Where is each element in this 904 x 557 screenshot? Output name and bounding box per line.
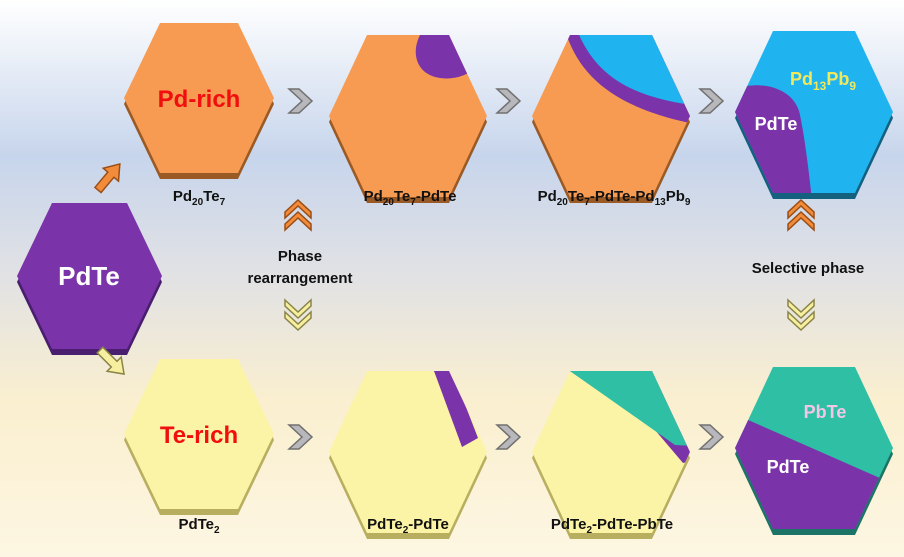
phase-rearrangement-label: Phase rearrangement	[247, 246, 352, 290]
chevron-right-icon	[287, 424, 314, 450]
te-rich-hexagon: Te-rich	[124, 359, 274, 515]
chevron-right-icon	[495, 424, 522, 450]
pd20te7-pdte-hexagon	[329, 35, 487, 203]
pdte-in-pd13pb9-label: PdTe	[755, 114, 798, 134]
pdte2-pdte-pbte-hexagon	[532, 371, 690, 539]
pd13pb9-pd: Pd	[790, 69, 813, 89]
pdte-in-pbte-label: PdTe	[767, 457, 810, 477]
pdte2-pdte-pbte-label: PdTe2-PdTe-PbTe	[550, 516, 674, 536]
pd13pb9-pb: Pb	[826, 69, 849, 89]
pd-rich-hexagon: Pd-rich	[124, 23, 274, 179]
phase-rearrangement-line1: Phase	[277, 248, 323, 265]
chevron-up-icon	[284, 198, 312, 220]
pbte-hexagon: PbTe PdTe	[735, 367, 893, 535]
pdte-stripe	[434, 371, 478, 447]
chevron-right-icon	[287, 88, 314, 114]
pd20te7-pdte-pd13pb9-label: Pd20Te7-PdTe-Pd13Pb9	[537, 188, 691, 208]
pdte-region-lower	[735, 412, 893, 529]
chevron-down-icon	[284, 310, 312, 332]
pdte-hexagon-label: PdTe	[58, 261, 120, 291]
selective-phase-label: Selective phase	[751, 260, 865, 277]
chevron-right-icon	[495, 88, 522, 114]
pd13pb9-label: Pd13Pb9	[790, 69, 856, 93]
chevron-right-icon	[698, 424, 725, 450]
pdte2-pdte-hexagon	[329, 371, 487, 539]
pbte-label: PbTe	[804, 402, 847, 422]
chevron-up-icon	[787, 210, 815, 232]
chevron-down-icon	[787, 298, 815, 320]
pdte2-pdte-label: PdTe2-PdTe	[367, 516, 449, 536]
chevron-right-icon	[698, 88, 725, 114]
arrow-to-te-rich-icon	[96, 346, 125, 375]
pd13pb9-sub2: 9	[849, 79, 856, 93]
te-rich-label: Te-rich	[160, 422, 238, 449]
chevron-down-icon	[284, 298, 312, 320]
pdte-hexagon: PdTe	[17, 203, 162, 355]
arrow-to-pd-rich-icon	[93, 162, 121, 194]
pdte2-label: PdTe2	[178, 516, 220, 536]
chevron-up-icon	[284, 210, 312, 232]
pd20te7-pdte-label: Pd20Te7-PdTe	[363, 188, 457, 208]
chevron-up-icon	[787, 198, 815, 220]
chevron-down-icon	[787, 310, 815, 332]
pd13pb9-sub1: 13	[813, 79, 827, 93]
phase-rearrangement-line2: rearrangement	[247, 270, 353, 287]
pd-rich-label: Pd-rich	[158, 86, 241, 113]
pd13pb9-hexagon: Pd13Pb9 PdTe	[735, 31, 893, 199]
pd20te7-label: Pd20Te7	[172, 188, 226, 208]
